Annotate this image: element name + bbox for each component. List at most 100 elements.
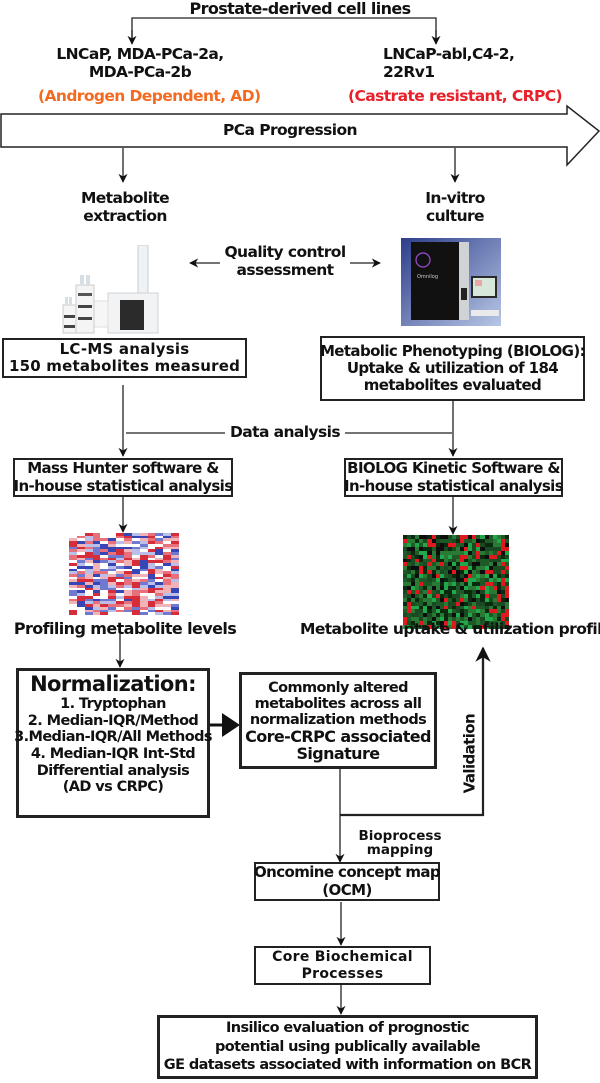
heatmap-cell — [147, 593, 156, 596]
heatmap-cell — [431, 601, 436, 606]
heatmap-cell — [451, 625, 456, 629]
heatmap-cell — [415, 538, 420, 543]
heatmap-cell — [139, 579, 148, 583]
heatmap-cell — [431, 550, 436, 555]
heatmap-cell — [147, 571, 156, 574]
heatmap-cell — [407, 613, 412, 618]
heatmap-cell — [163, 604, 172, 607]
heatmap-cell — [431, 546, 436, 551]
heatmap-cell — [504, 566, 509, 571]
heatmap-cell — [496, 538, 501, 543]
heatmap-cell — [492, 605, 497, 610]
heatmap-cell — [439, 625, 444, 629]
heatmap-cell — [500, 562, 505, 567]
heatmap-cell — [488, 562, 493, 567]
heatmap-cell — [439, 538, 444, 543]
heatmap-cell — [139, 574, 148, 577]
heatmap-cell — [447, 566, 452, 571]
heatmap-cell — [124, 587, 132, 591]
heatmap-cell — [124, 571, 132, 574]
heatmap-cell — [439, 535, 444, 539]
heatmap-cell — [84, 593, 93, 596]
heatmap-cell — [116, 554, 124, 558]
heatmap-cell — [427, 570, 432, 575]
heatmap-cell — [84, 552, 93, 555]
heatmap-cell — [500, 554, 505, 559]
heatmap-cell — [131, 587, 140, 591]
heatmap-cell — [443, 593, 448, 598]
heatmap-cell — [69, 584, 77, 588]
heatmap-cell — [76, 533, 85, 536]
heatmap-cell — [484, 562, 489, 567]
heatmap-cell — [500, 609, 505, 614]
heatmap-cell — [476, 617, 481, 622]
validation-path — [340, 652, 485, 817]
heatmap-cell — [500, 589, 505, 594]
heatmap-cell — [472, 582, 477, 586]
heatmap-cell — [155, 554, 164, 558]
heatmap-cell — [108, 604, 117, 607]
heatmap-cell — [131, 584, 140, 588]
heatmap-cell — [435, 601, 440, 606]
lc-ms-title: LC-MS analysis — [59, 339, 190, 358]
heatmap-cell — [76, 590, 85, 594]
heatmap-cell — [108, 565, 117, 569]
heatmap-cell — [464, 542, 469, 547]
heatmap-cell — [468, 538, 473, 543]
heatmap-cell — [116, 568, 124, 572]
heatmap-cell — [435, 554, 440, 559]
heatmap-cell — [423, 625, 428, 629]
heatmap-cell — [415, 609, 420, 614]
heatmap-cell — [92, 598, 101, 602]
heatmap-cell — [500, 613, 505, 618]
heatmap-cell — [496, 605, 501, 610]
heatmap-cell — [171, 574, 179, 577]
heatmap-cell — [171, 557, 179, 561]
heatmap-cell — [76, 552, 85, 555]
heatmap-cell — [500, 593, 505, 598]
heatmap-cell — [171, 576, 179, 580]
heatmap-cell — [496, 593, 501, 598]
heatmap-cell — [163, 598, 172, 602]
heatmap-cell — [435, 589, 440, 594]
heatmap-cell — [504, 617, 509, 622]
heatmap-cell — [439, 562, 444, 567]
heatmap-cell — [108, 541, 117, 544]
heatmap-cell — [84, 612, 93, 615]
heatmap-cell — [124, 543, 132, 547]
heatmap-cell — [484, 597, 489, 602]
heatmap-cell — [411, 546, 416, 551]
heatmap-cell — [131, 601, 140, 605]
heatmap-cell — [439, 613, 444, 618]
heatmap-cell — [443, 570, 448, 575]
heatmap-cell — [464, 621, 469, 626]
heatmap-cell — [447, 609, 452, 614]
heatmap-cell — [69, 554, 77, 558]
heatmap-cell — [407, 589, 412, 594]
insilico-line-2: potential using publically available — [215, 1038, 481, 1055]
heatmap-cell — [460, 605, 465, 610]
heatmap-cell — [504, 593, 509, 598]
heatmap-cell — [139, 604, 148, 607]
heatmap-cell — [403, 597, 408, 602]
heatmap-cell — [92, 593, 101, 596]
heatmap-cell — [476, 558, 481, 563]
cell-lines-bracket — [131, 17, 437, 42]
heatmap-cell — [403, 558, 408, 563]
heatmap-cell — [496, 601, 501, 606]
heatmap-cell — [488, 593, 493, 598]
heatmap-cell — [492, 613, 497, 618]
heatmap-cell — [419, 546, 424, 551]
heatmap-cell — [476, 597, 481, 602]
heatmap-cell — [484, 589, 489, 594]
extraction-line-2: extraction — [83, 206, 167, 225]
heatmap-cell — [500, 597, 505, 602]
heatmap-cell — [147, 557, 156, 561]
heatmap-cell — [163, 533, 172, 536]
crpc-cell-lines-line-1: LNCaP-abl,C4-2, — [383, 45, 515, 63]
heatmap-cell — [443, 582, 448, 586]
heatmap-cell — [464, 593, 469, 598]
heatmap-cell — [435, 621, 440, 626]
heatmap-cell — [504, 601, 509, 606]
heatmap-cell — [472, 621, 477, 626]
